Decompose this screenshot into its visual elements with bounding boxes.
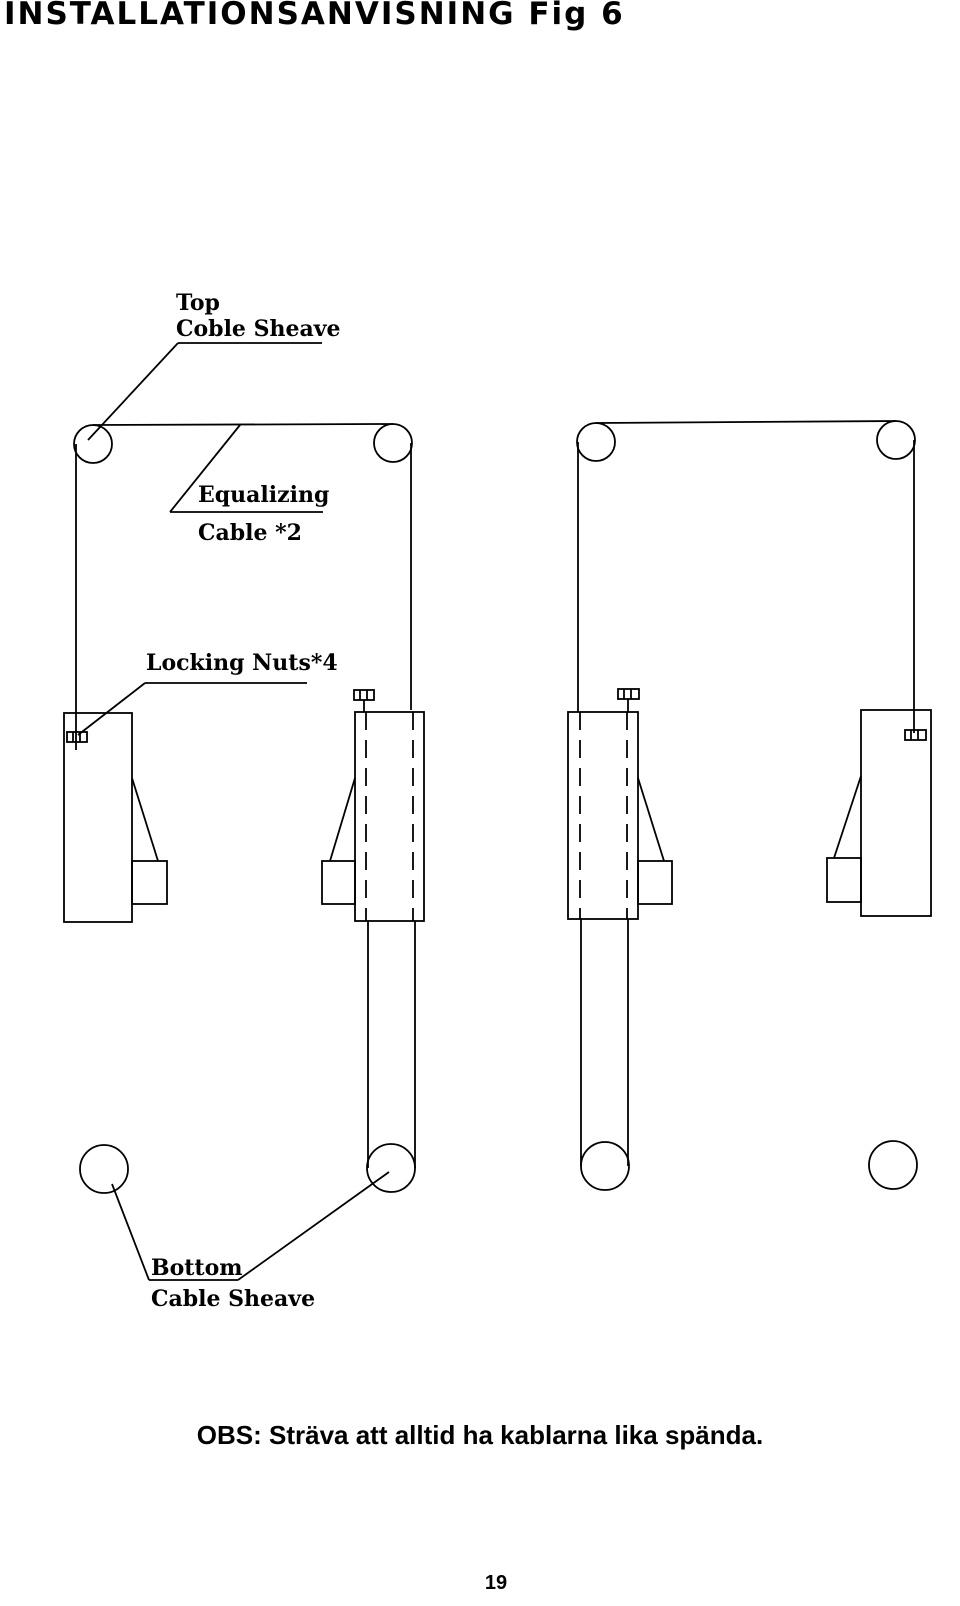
bottom-sheave-leader-right <box>237 1171 390 1281</box>
right-bottom-sheave-1 <box>580 1141 630 1191</box>
page-number: 19 <box>484 1572 508 1594</box>
bottom-sheave-label-line1: Bottom <box>151 1255 243 1281</box>
left-top-sheave-2 <box>373 423 413 463</box>
locking-nuts-label: Locking Nuts*4 <box>146 650 338 676</box>
left-bottom-sheave-1 <box>79 1144 129 1194</box>
bottom-sheave-label-line2: Cable Sheave <box>151 1286 315 1312</box>
right-post-bracket <box>637 860 673 905</box>
equalizing-cable-label-line1: Equalizing <box>198 482 329 508</box>
equalizing-cable-label-line2: Cable *2 <box>198 520 302 546</box>
bottom-sheave-leader-left <box>111 1183 150 1281</box>
left-carriage-block <box>63 712 133 923</box>
left-bottom-sheave-2 <box>366 1143 416 1193</box>
right-top-sheave-1 <box>576 422 616 462</box>
left-post-block <box>354 711 425 922</box>
right-post-locking-nut <box>617 688 640 700</box>
left-equalizing-cable-top <box>92 423 394 426</box>
right-carriage-bracket <box>826 857 862 903</box>
equalizing-leader <box>169 424 241 513</box>
top-sheave-label-line2: Coble Sheave <box>176 316 341 342</box>
tension-note: OBS: Sträva att alltid ha kablarna lika … <box>196 1420 764 1450</box>
right-top-sheave-2 <box>876 420 916 460</box>
left-post-locking-nut <box>353 689 375 701</box>
page-title: INSTALLATIONSANVISNING Fig 6 <box>4 0 625 32</box>
left-locking-nut <box>66 731 88 743</box>
left-carriage-bracket <box>131 860 168 905</box>
top-sheave-leader <box>87 342 179 441</box>
left-top-sheave-1 <box>73 424 113 464</box>
right-locking-nut <box>904 729 927 741</box>
top-sheave-label-line1: Top <box>176 290 220 316</box>
right-carriage-block <box>860 709 932 917</box>
left-post-bracket <box>321 860 356 905</box>
locking-nuts-leader <box>77 682 146 736</box>
right-bottom-sheave-2 <box>868 1140 918 1190</box>
right-equalizing-cable-top <box>595 420 897 424</box>
right-post-block <box>567 711 639 920</box>
